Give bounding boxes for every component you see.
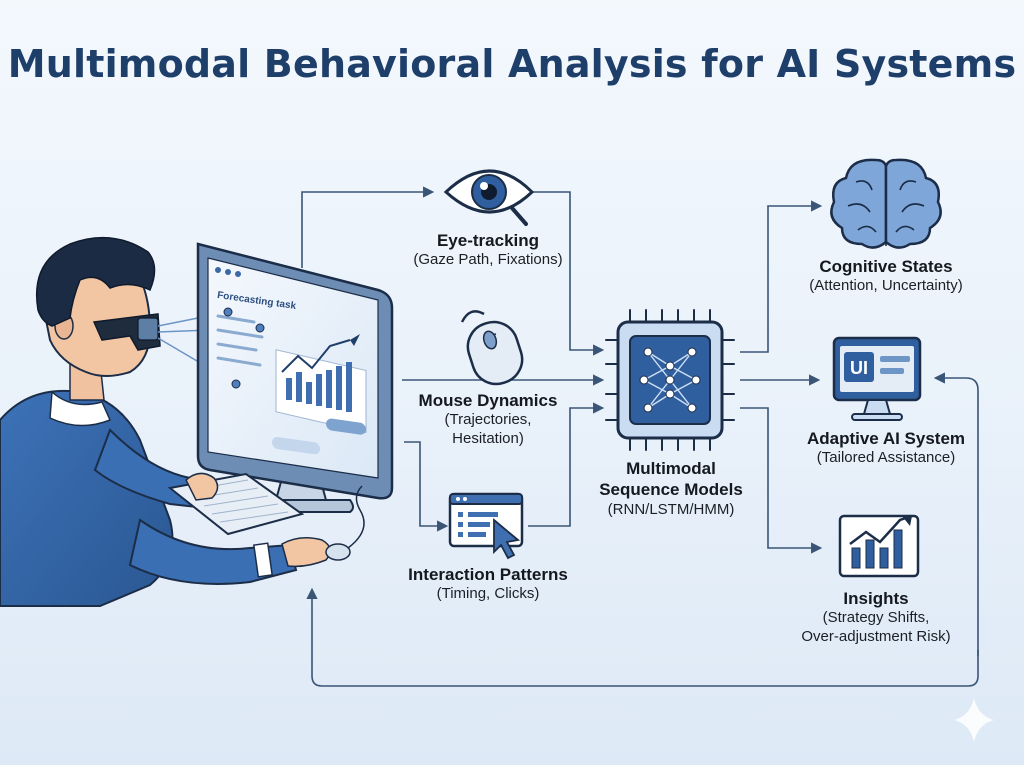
arrow-eye-to-model xyxy=(532,191,605,356)
desk-mouse xyxy=(325,543,351,561)
brain-icon xyxy=(830,158,942,249)
arrow-monitor-to-interaction xyxy=(404,441,449,532)
sparkle-icon xyxy=(954,698,994,742)
arrow-feedback-loop xyxy=(933,372,979,656)
right-hand xyxy=(281,537,331,568)
mouse-icon xyxy=(460,310,524,386)
arrow-model-to-cognitive xyxy=(740,200,823,353)
connectors xyxy=(301,186,979,687)
eye-icon xyxy=(443,169,535,226)
screen-text-lines xyxy=(216,314,264,367)
screen-chart xyxy=(275,334,367,434)
arrow-monitor-to-eye xyxy=(301,186,435,268)
arrow-feedback-bottom xyxy=(306,587,979,687)
chart-icon xyxy=(838,514,920,578)
person-at-computer xyxy=(0,236,394,607)
cursor-window-icon xyxy=(448,492,524,560)
arrow-interaction-to-model xyxy=(528,402,605,527)
neural-chip-icon xyxy=(605,309,735,451)
left-hand xyxy=(185,472,219,501)
ui-monitor-icon xyxy=(832,336,922,421)
arm-lower xyxy=(128,518,298,585)
hair xyxy=(35,236,156,327)
arrow-model-to-insights xyxy=(740,407,823,554)
shirt-collar xyxy=(49,390,112,427)
